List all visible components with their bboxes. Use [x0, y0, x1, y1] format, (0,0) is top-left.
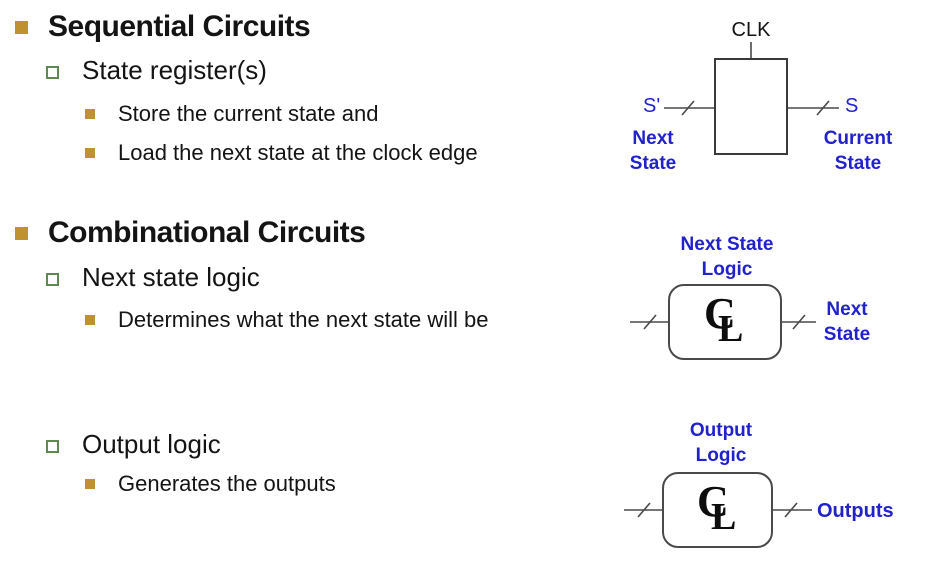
- level2-bullet-icon: [46, 440, 59, 453]
- state-register-box: [714, 58, 788, 155]
- level3-bullet-icon: [85, 315, 95, 325]
- item-state-registers: State register(s): [46, 54, 267, 87]
- input-signal-label: S': [643, 95, 661, 117]
- bus-slash-icon: [637, 502, 651, 518]
- label-line: State: [834, 153, 882, 174]
- label-line: Output: [689, 420, 753, 441]
- level3-bullet-icon: [85, 109, 95, 119]
- bus-slash-icon: [792, 314, 806, 330]
- level3-bullet-icon: [85, 479, 95, 489]
- label-line: State: [629, 153, 677, 174]
- cl-symbol-l: L: [711, 496, 737, 538]
- combinational-logic-box: [662, 472, 773, 548]
- bus-slash-icon: [681, 100, 695, 116]
- level1-bullet-icon: [15, 21, 28, 34]
- combinational-logic-box: [668, 284, 782, 360]
- list-item-label: Output logic: [82, 429, 221, 459]
- list-item-label: Next state logic: [82, 262, 260, 292]
- label-line: State: [823, 324, 871, 345]
- label-line: Logic: [695, 445, 747, 466]
- list-item-label: Generates the outputs: [118, 471, 336, 496]
- label-line: Logic: [701, 259, 753, 280]
- heading-sequential-circuits: Sequential Circuits: [15, 8, 311, 46]
- next-state-logic-title: Next State Logic: [647, 232, 807, 282]
- section-heading: Sequential Circuits: [48, 10, 311, 43]
- item-store-current-state: Store the current state and: [85, 100, 379, 128]
- label-line: Current: [823, 128, 893, 149]
- clk-label: CLK: [731, 19, 771, 41]
- item-determines-next-state: Determines what the next state will be: [85, 306, 489, 334]
- label-line: Next: [826, 299, 868, 320]
- section-heading: Combinational Circuits: [48, 216, 366, 249]
- output-logic-title: Output Logic: [641, 418, 801, 468]
- cl-symbol: C L: [704, 289, 746, 350]
- current-state-role-label: Current State: [813, 126, 903, 176]
- level2-bullet-icon: [46, 273, 59, 286]
- output-logic-diagram: Output Logic C L Outputs: [600, 415, 933, 565]
- output-signal-label: S: [845, 95, 859, 117]
- cl-symbol-l: L: [718, 308, 744, 350]
- item-output-logic: Output logic: [46, 428, 221, 461]
- bus-slash-icon: [643, 314, 657, 330]
- state-register-diagram: CLK S' S Next State Current State: [590, 14, 925, 189]
- level1-bullet-icon: [15, 227, 28, 240]
- level2-bullet-icon: [46, 66, 59, 79]
- list-item-label: Store the current state and: [118, 101, 379, 126]
- bus-slash-icon: [784, 502, 798, 518]
- bus-slash-icon: [816, 100, 830, 116]
- list-item-label: Load the next state at the clock edge: [118, 140, 478, 165]
- label-line: Next: [632, 128, 674, 149]
- output-logic-wires: [624, 502, 812, 518]
- heading-combinational-circuits: Combinational Circuits: [15, 214, 366, 252]
- cl-symbol: C L: [697, 477, 739, 538]
- outputs-label: Outputs: [817, 500, 894, 522]
- level3-bullet-icon: [85, 148, 95, 158]
- next-state-wires: [630, 314, 816, 330]
- list-item-label: Determines what the next state will be: [118, 307, 489, 332]
- next-state-role-label: Next State: [613, 126, 693, 176]
- label-line: Next State: [680, 234, 774, 255]
- item-next-state-logic: Next state logic: [46, 261, 260, 294]
- list-item-label: State register(s): [82, 55, 267, 85]
- cl-symbol-c: C: [704, 289, 736, 338]
- cl-symbol-c: C: [697, 477, 729, 526]
- item-generates-outputs: Generates the outputs: [85, 470, 336, 498]
- next-state-logic-diagram: Next State Logic C L Next State: [600, 228, 920, 373]
- item-load-next-state: Load the next state at the clock edge: [85, 139, 478, 167]
- next-state-output-label: Next State: [802, 297, 892, 347]
